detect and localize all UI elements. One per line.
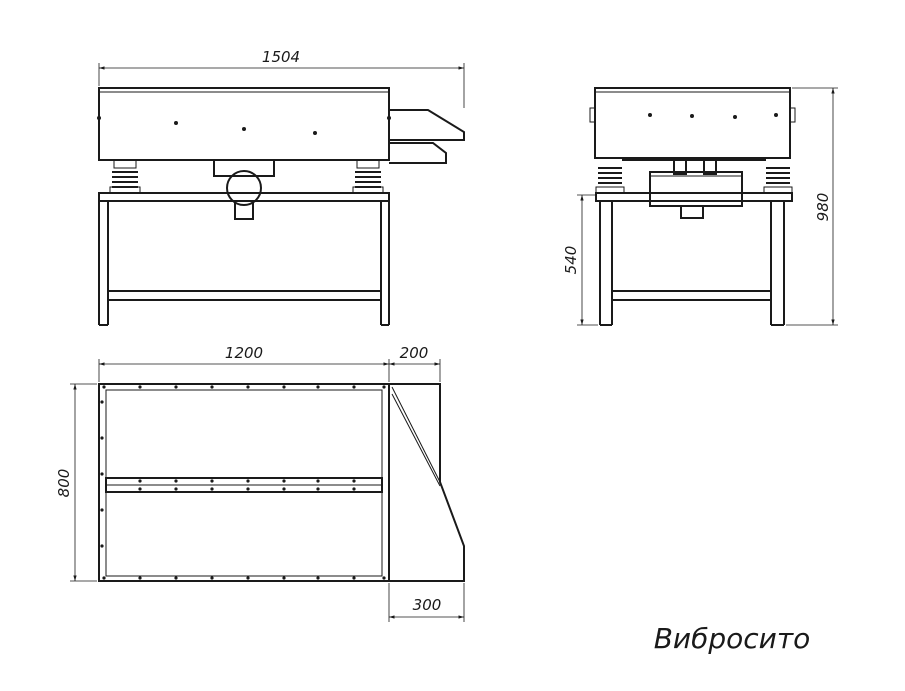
dim-plan-chute: 200 — [400, 344, 429, 362]
drawing-title: Вибросито — [654, 622, 811, 655]
dim-side-table-height: 540 — [562, 246, 580, 275]
spring-right — [352, 159, 384, 194]
dim-front-width: 1504 — [262, 48, 300, 66]
side-view: 980 540 — [562, 87, 838, 326]
dim-side-height: 980 — [814, 193, 832, 222]
dim-plan-width: 800 — [55, 469, 73, 498]
dim-plan-chute-bottom: 300 — [413, 596, 442, 614]
dim-plan-length: 1200 — [225, 344, 263, 362]
plan-bolts — [100, 385, 386, 580]
spring-left — [109, 159, 141, 194]
plan-view: 1200 200 800 300 — [55, 344, 465, 622]
front-view: 1504 — [97, 48, 465, 326]
